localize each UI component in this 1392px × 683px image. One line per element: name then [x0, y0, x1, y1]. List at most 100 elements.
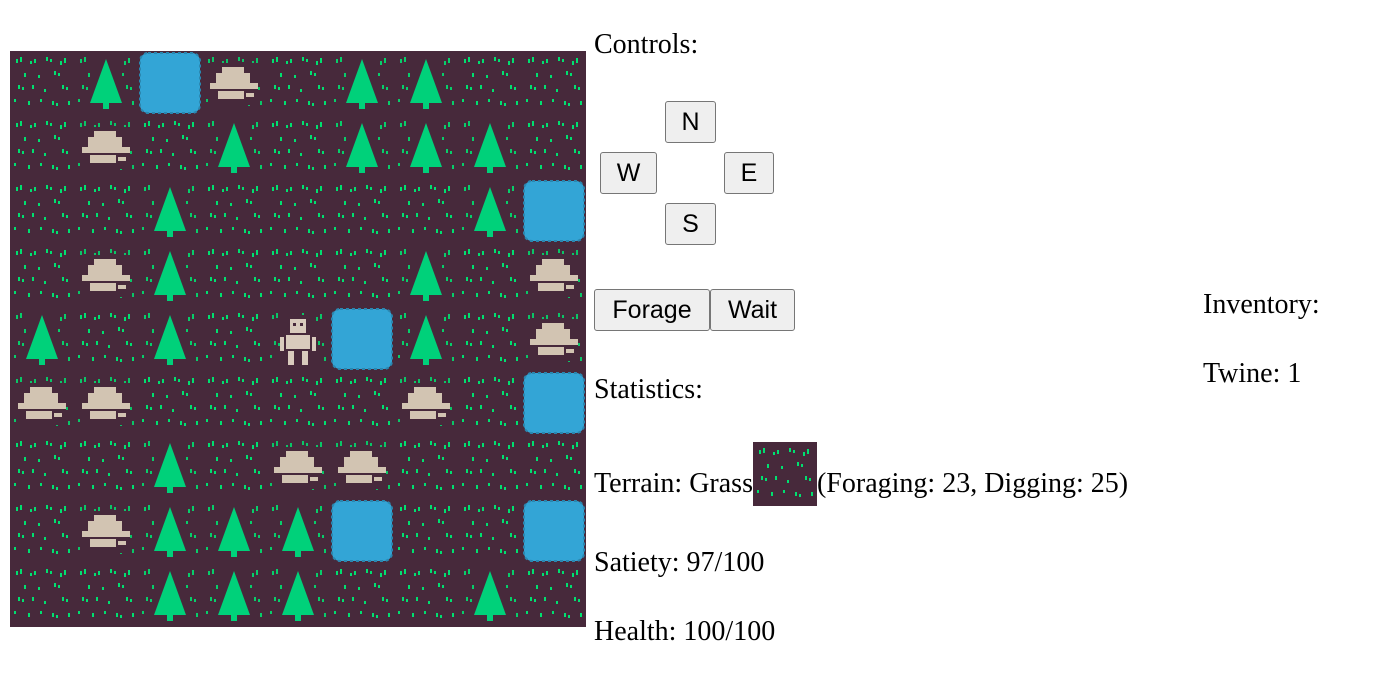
tree-tile: [138, 307, 202, 371]
grass-icon: [462, 57, 518, 106]
tree-icon: [78, 57, 134, 111]
grass-icon: [462, 377, 518, 426]
grass-icon: [270, 249, 326, 298]
grass-tile: [266, 179, 330, 243]
grass-tile: [266, 371, 330, 435]
grass-icon: [398, 185, 454, 234]
controls-title: Controls:: [594, 29, 699, 60]
health-stat: Health: 100/100: [594, 616, 776, 647]
grass-tile: [394, 179, 458, 243]
grass-tile: [458, 51, 522, 115]
inventory-title: Inventory:: [1203, 289, 1320, 320]
tree-icon: [206, 569, 262, 623]
tree-icon: [462, 569, 518, 623]
water-icon: [331, 308, 393, 370]
rock-tile: [74, 499, 138, 563]
grass-icon: [334, 249, 390, 298]
move-west-button[interactable]: W: [600, 152, 657, 194]
grass-icon: [14, 569, 70, 618]
grass-icon: [334, 185, 390, 234]
grass-icon: [14, 441, 70, 490]
tree-icon: [206, 121, 262, 175]
move-south-button[interactable]: S: [665, 203, 716, 245]
player-icon: [270, 313, 326, 367]
grass-tile: [10, 563, 74, 627]
grass-icon: [270, 377, 326, 426]
grass-icon: [526, 121, 582, 170]
grass-icon: [14, 121, 70, 170]
grass-tile: [458, 307, 522, 371]
rock-tile: [10, 371, 74, 435]
statistics-title: Statistics:: [594, 374, 703, 405]
grass-icon: [14, 505, 70, 554]
tree-tile: [138, 243, 202, 307]
grass-icon: [142, 121, 198, 170]
grass-icon: [270, 121, 326, 170]
grass-icon: [206, 185, 262, 234]
tree-icon: [142, 185, 198, 239]
rock-icon: [78, 505, 134, 554]
wait-button[interactable]: Wait: [710, 289, 795, 331]
grass-tile: [202, 307, 266, 371]
tree-icon: [142, 249, 198, 303]
grass-icon: [398, 569, 454, 618]
rock-tile: [74, 115, 138, 179]
tree-icon: [398, 121, 454, 175]
grass-icon: [462, 313, 518, 362]
rock-tile: [266, 435, 330, 499]
water-tile: [330, 307, 394, 371]
grass-tile: [74, 179, 138, 243]
grass-icon: [14, 57, 70, 106]
tree-tile: [266, 499, 330, 563]
rock-icon: [78, 377, 134, 426]
tree-icon: [206, 505, 262, 559]
grass-icon: [398, 505, 454, 554]
grass-tile: [330, 563, 394, 627]
rock-tile: [74, 243, 138, 307]
rock-icon: [78, 249, 134, 298]
terrain-stats: (Foraging: 23, Digging: 25): [816, 468, 1129, 499]
tree-tile: [138, 179, 202, 243]
rock-tile: [522, 243, 586, 307]
move-east-button[interactable]: E: [724, 152, 774, 194]
grass-tile: [138, 115, 202, 179]
water-tile: [522, 499, 586, 563]
tree-tile: [74, 51, 138, 115]
tree-tile: [394, 51, 458, 115]
grass-icon: [334, 377, 390, 426]
grass-icon: [526, 57, 582, 106]
grass-icon: [270, 185, 326, 234]
move-north-button[interactable]: N: [665, 101, 716, 143]
grass-tile: [458, 243, 522, 307]
tree-tile: [202, 499, 266, 563]
grass-icon: [206, 377, 262, 426]
tree-icon: [398, 57, 454, 111]
tree-icon: [334, 121, 390, 175]
tree-tile: [394, 307, 458, 371]
grass-tile: [458, 499, 522, 563]
tree-tile: [394, 243, 458, 307]
tree-tile: [330, 51, 394, 115]
grass-tile: [138, 371, 202, 435]
rock-icon: [526, 249, 582, 298]
grass-tile: [266, 51, 330, 115]
tree-icon: [462, 185, 518, 239]
grass-icon: [398, 441, 454, 490]
rock-icon: [270, 441, 326, 490]
forage-button[interactable]: Forage: [594, 289, 710, 331]
water-tile: [330, 499, 394, 563]
grass-tile: [10, 435, 74, 499]
grass-tile: [458, 371, 522, 435]
satiety-stat: Satiety: 97/100: [594, 547, 765, 578]
water-tile: [138, 51, 202, 115]
grass-tile: [330, 371, 394, 435]
grass-tile: [202, 179, 266, 243]
grass-tile: [266, 243, 330, 307]
grass-icon: [142, 377, 198, 426]
rock-tile: [522, 307, 586, 371]
grass-icon: [14, 249, 70, 298]
grass-icon: [462, 441, 518, 490]
tree-tile: [202, 115, 266, 179]
tree-tile: [202, 563, 266, 627]
rock-tile: [74, 371, 138, 435]
